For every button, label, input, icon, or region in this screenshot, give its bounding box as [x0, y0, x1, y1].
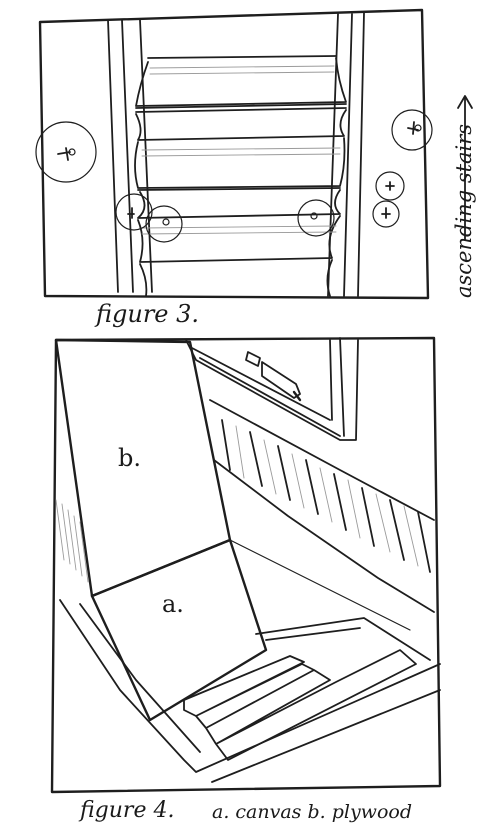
figure-4-legend: a. canvas b. plywood	[212, 801, 412, 823]
window-trim	[185, 337, 359, 441]
hardware-circle-right-low	[372, 200, 400, 228]
bottom-stairs	[183, 649, 417, 761]
hardware-circle-center-right	[297, 199, 335, 237]
ascending-arrow-icon	[457, 95, 473, 241]
step-shading	[141, 65, 341, 235]
stairwell-rails	[59, 599, 441, 783]
label-b: b.	[118, 444, 141, 472]
stair-steps	[134, 55, 347, 297]
right-wall	[209, 399, 435, 613]
figure-3-drawing	[35, 8, 473, 300]
figure-3-frame	[38, 8, 430, 300]
label-a: a.	[162, 590, 184, 618]
plywood-panel	[54, 338, 232, 598]
wall-shading	[235, 425, 419, 567]
hardware-circle-inner-left	[115, 193, 153, 231]
ascending-stairs-label: ascending stairs	[452, 123, 476, 298]
figure-3-caption: figure 3.	[96, 300, 200, 328]
figure-4-drawing	[50, 336, 442, 794]
latch-icon	[245, 351, 302, 402]
bolt-icons	[57, 121, 422, 226]
hardware-circle-left	[35, 121, 97, 183]
hardware-circle-center-left	[145, 205, 183, 243]
hardware-circle-right-mid	[375, 171, 405, 201]
floor-line	[229, 539, 411, 631]
figure-4-caption: figure 4.	[80, 798, 175, 823]
hardware-circle-right-top	[391, 109, 433, 151]
left-wall-shading	[55, 499, 89, 583]
figure-4-frame	[50, 336, 442, 794]
canvas-panel	[90, 538, 268, 722]
